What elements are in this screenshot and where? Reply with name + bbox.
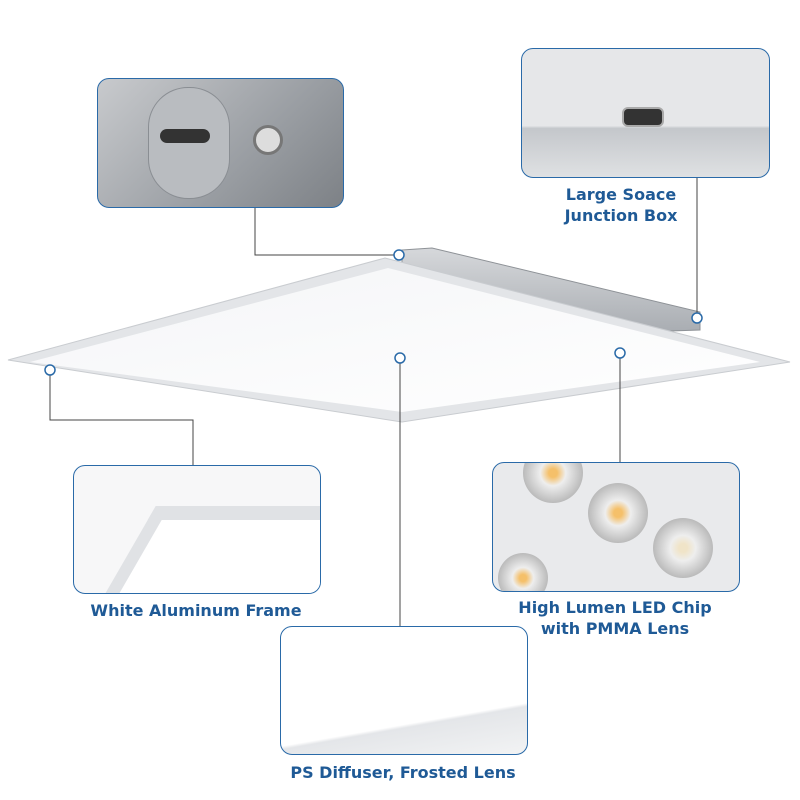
junction-box-detail-image [521,48,770,178]
connector-mounting [254,206,394,256]
led-chip-label: High Lumen LED Chip with PMMA Lens [492,597,738,639]
label-line: High Lumen LED Chip [518,598,712,617]
diffuser-detail-image [280,626,528,755]
screw-icon [253,125,283,155]
label-line: with PMMA Lens [540,619,690,638]
label-line: Junction Box [564,206,678,225]
hotspot-led[interactable] [614,347,626,359]
hotspot-mounting[interactable] [393,249,405,261]
hotspot-frame[interactable] [44,364,56,376]
frame-edge [74,506,320,593]
led-lens [523,463,583,503]
frame-detail-image [73,465,321,594]
label-line: Large Soace [565,185,677,204]
slot-icon [160,129,210,143]
led-lens [653,518,713,578]
frame-label: White Aluminum Frame [90,601,302,620]
panel-diffuser [30,268,760,412]
junction-box-label: Large Soace Junction Box [521,184,721,226]
hotspot-junction-box[interactable] [691,312,703,324]
led-lens [588,483,648,543]
led-chip-detail-image [492,462,740,592]
connector-frame [49,375,194,465]
mount-plate [148,87,230,199]
mounting-detail-image [97,78,344,208]
hotspot-diffuser[interactable] [394,352,406,364]
diffuser-label: PS Diffuser, Frosted Lens [290,763,516,782]
led-lens [498,553,548,591]
switch-icon [622,107,664,127]
